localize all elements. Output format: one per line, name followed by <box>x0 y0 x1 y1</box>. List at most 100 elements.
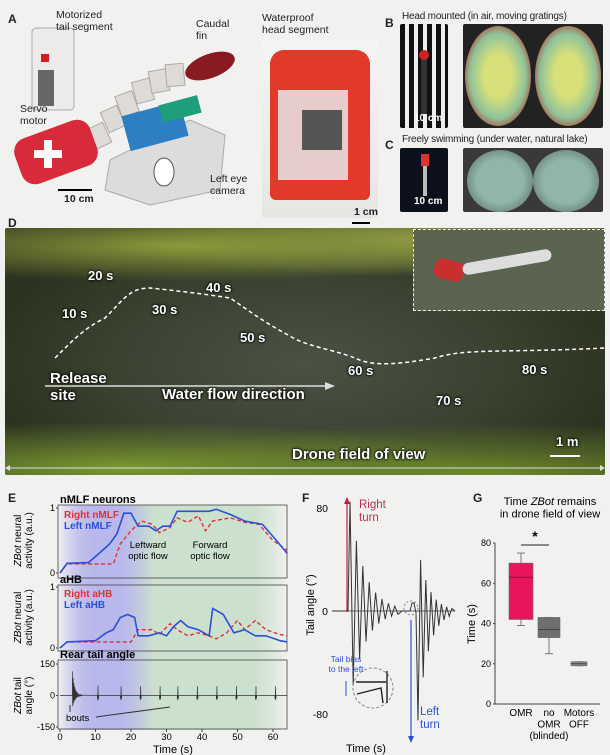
subplot-title: Rear tail angle <box>60 649 135 661</box>
y-tick-label: 40 <box>481 619 491 629</box>
y-tick-label: 0 <box>50 643 55 653</box>
time-mark-50s: 50 s <box>240 330 266 345</box>
y-tick-label: 0 <box>50 568 55 578</box>
x-tick-label: 20 <box>126 732 137 743</box>
y-tick-label: 60 <box>481 578 491 588</box>
panel-c-title: Freely swimming (under water, natural la… <box>402 134 588 145</box>
tail-angle-trace <box>332 501 456 721</box>
significance-star: * <box>532 528 538 544</box>
drone-aerial-photo <box>5 228 605 475</box>
zoom-circle-small <box>403 600 419 616</box>
time-mark-10s: 10 s <box>62 306 88 321</box>
drone-field-label: Drone field of view <box>292 446 426 463</box>
tail-angle-trace <box>60 671 288 707</box>
motorized-tail-label: Motorized tail segment <box>56 9 113 33</box>
x-tick-label: 60 <box>268 732 279 743</box>
scale-bar-body-label: 10 cm <box>64 193 94 205</box>
time-mark-60s: 60 s <box>348 363 374 378</box>
servo-motor-label: Servo motor <box>20 103 48 127</box>
freely-swimming-photo: 10 cm <box>400 148 448 212</box>
y-axis-label: Tail angle (°) <box>305 574 317 635</box>
subplot-frame <box>57 659 288 730</box>
series-line-right-nmlf <box>59 514 288 574</box>
subplot-frame <box>57 504 288 579</box>
underwater-camera-view <box>463 148 603 212</box>
x-axis-label: Time (s) <box>346 743 386 755</box>
panel-f-label: F <box>302 491 310 505</box>
stimulus-bands <box>58 505 287 730</box>
panel-b-title: Head mounted (in air, moving gratings) <box>402 11 567 22</box>
subplot-title: nMLF neurons <box>60 494 136 506</box>
scale-bar-head <box>352 222 370 224</box>
x-tick-label: 30 <box>161 732 172 743</box>
y-tick-label: -80 <box>313 709 328 721</box>
panel-g-label: G <box>473 491 483 505</box>
zbot-exploded-illustration <box>14 27 235 206</box>
time-mark-30s: 30 s <box>152 302 178 317</box>
y-tick-label: 0 <box>486 699 491 709</box>
left-eye-camera-label: Left eye camera <box>210 173 248 197</box>
panel-c-label: C <box>385 138 394 152</box>
panel-b-scale: 10 cm <box>414 113 443 124</box>
panel-e-label: E <box>8 491 17 505</box>
y-axis-label: ZBot neuralactivity (a.u.) <box>13 589 35 646</box>
time-mark-20s: 20 s <box>88 268 114 283</box>
scale-bar-drone-label: 1 m <box>556 434 579 449</box>
series-line-left-nmlf <box>59 508 288 574</box>
panel-a-label: A <box>8 12 17 26</box>
x-tick-label: 0 <box>57 732 62 743</box>
gratings-camera-view <box>463 24 603 128</box>
panel-c-scale: 10 cm <box>414 196 443 207</box>
bout-pointer <box>95 706 171 718</box>
time-mark-80s: 80 s <box>522 362 548 377</box>
x-tick-label: 40 <box>197 732 208 743</box>
y-tick-label: 150 <box>40 659 55 669</box>
category-label: OMR <box>509 708 532 719</box>
water-flow-label: Water flow direction <box>162 386 305 403</box>
subplot-frame <box>57 584 288 652</box>
y-axis-label: ZBot neuralactivity (a.u.) <box>13 512 35 569</box>
zoom-circle-large <box>352 667 394 709</box>
box <box>508 562 534 620</box>
y-axis-label: Time (s) <box>466 604 478 644</box>
subplot-title: aHB <box>60 574 82 586</box>
x-axis-label: Time (s) <box>153 744 193 755</box>
zbot-trajectory <box>5 287 605 471</box>
legend-entry: Left aHB <box>64 600 105 611</box>
x-tick-label: 10 <box>90 732 101 743</box>
caudal-fin-label: Caudal fin <box>196 18 230 42</box>
y-tick-label: 1 <box>50 503 55 513</box>
time-mark-40s: 40 s <box>206 280 232 295</box>
head-mounted-photo: 10 cm <box>400 24 448 128</box>
legend-entry: Right aHB <box>64 589 112 600</box>
time-mark-70s: 70 s <box>436 393 462 408</box>
tail-bias-detail <box>356 671 388 704</box>
box <box>537 617 561 638</box>
y-tick-label: 0 <box>322 606 328 618</box>
legend-entry: Left nMLF <box>64 521 112 532</box>
right-turn-arrowhead <box>344 497 350 504</box>
y-tick-label: 0 <box>50 691 55 701</box>
y-axis-label: ZBot tailangle (°) <box>13 677 35 715</box>
head-segment-photo <box>262 40 378 218</box>
panel-b-label: B <box>385 16 394 30</box>
legend-entry: Right nMLF <box>64 510 119 521</box>
y-tick-label: 1 <box>50 582 55 592</box>
x-tick-label: 50 <box>232 732 243 743</box>
y-tick-label: 80 <box>481 538 491 548</box>
y-tick-label: -150 <box>37 722 55 732</box>
waterproof-head-label: Waterproof head segment <box>262 12 329 36</box>
y-tick-label: 80 <box>316 503 328 515</box>
scale-bar-head-label: 1 cm <box>354 206 378 218</box>
series-line-right-ahb <box>59 619 288 649</box>
panel-d-label: D <box>8 216 17 230</box>
bouts-annotation: bouts <box>66 713 89 724</box>
